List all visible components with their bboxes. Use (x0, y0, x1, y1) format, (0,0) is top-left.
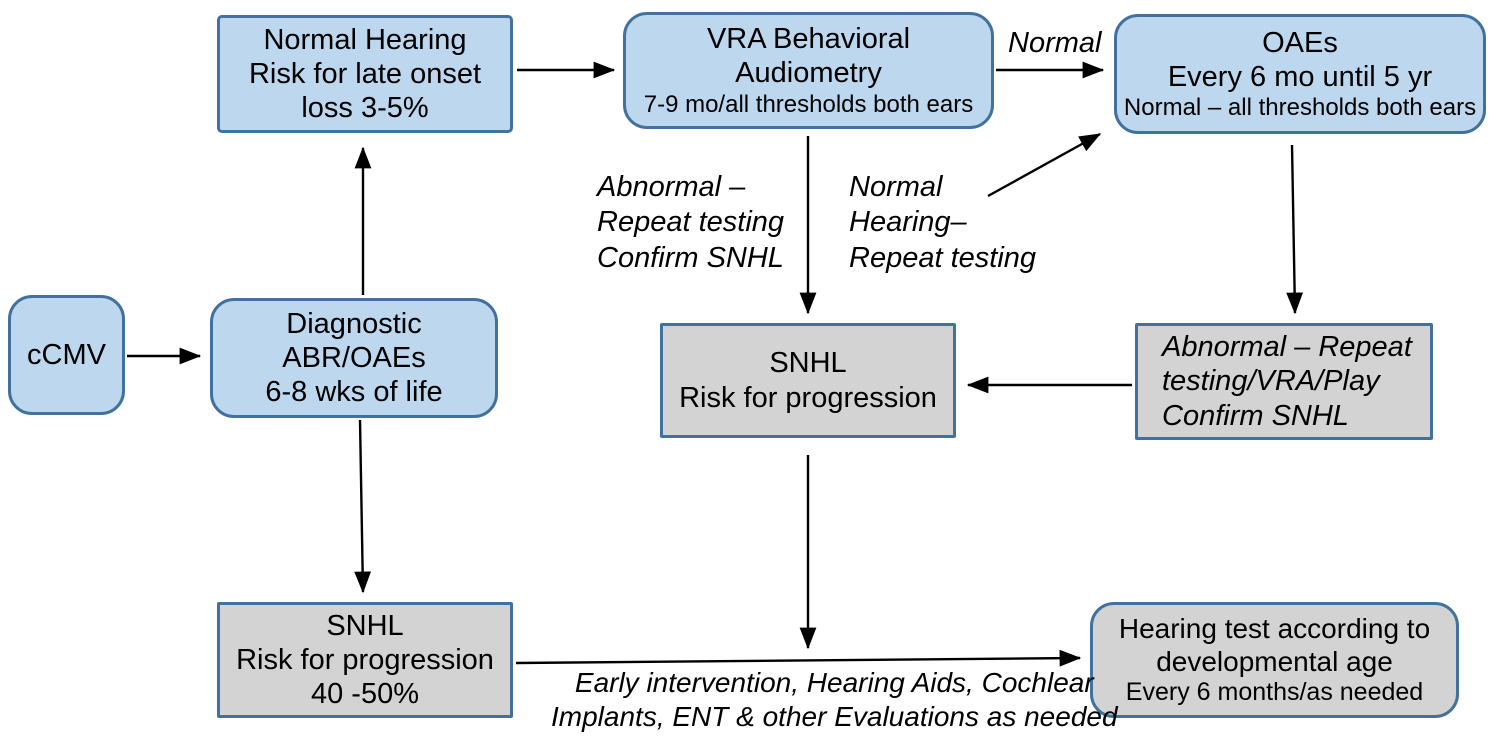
node-normal-hearing-line2: Risk for late onset (248, 57, 482, 90)
node-hearing-test-developmental-age: Hearing test according to developmental … (1090, 602, 1459, 718)
node-vra-line1: VRA Behavioral (706, 23, 911, 56)
node-diagnostic-line2: ABR/OAEs (282, 341, 426, 374)
arrow-oaes-to-abnormal (1286, 144, 1304, 315)
edge-label-abnormal-repeat-confirm: Abnormal – Repeat testing Confirm SNHL (597, 170, 784, 276)
node-snhl-mid-line2: Risk for progression (679, 381, 937, 414)
node-abnormal-line3: Confirm SNHL (1162, 399, 1349, 432)
node-oaes-line2: Every 6 mo until 5 yr (1167, 60, 1433, 93)
node-normal-hearing-line1: Normal Hearing (263, 23, 467, 56)
edge-label-early-intervention: Early intervention, Hearing Aids, Cochle… (551, 666, 1118, 734)
arrow-snhlbottom-to-hearingtest (515, 649, 1082, 667)
edge-label-normal-hearing-repeat: Normal Hearing– Repeat testing (849, 170, 1036, 276)
node-oaes-subline: Normal – all thresholds both ears (1123, 94, 1477, 122)
edge-label-early-intervention-line1: Early intervention, Hearing Aids, Cochle… (574, 667, 1094, 698)
node-hearing-test-line1: Hearing test according to (1118, 613, 1431, 645)
edge-label-abnormal-line2: Repeat testing (597, 206, 785, 239)
node-abnormal-line1: Abnormal – Repeat (1162, 331, 1412, 364)
node-hearing-test-subline: Every 6 months/as needed (1125, 678, 1424, 707)
node-diagnostic-line1: Diagnostic (286, 307, 422, 340)
edge-label-normal-repeat-line1: Normal (849, 171, 943, 203)
node-diagnostic-line3: 6-8 wks of life (265, 376, 443, 409)
node-snhl-bottom-line2: Risk for progression (236, 643, 494, 676)
node-normal-hearing-line3: loss 3-5% (301, 92, 429, 125)
node-vra-subline: 7-9 mo/all thresholds both ears (643, 90, 974, 118)
node-snhl-risk-progression: SNHL Risk for progression (660, 323, 956, 438)
node-snhl-bottom-line3: 40 -50% (310, 678, 419, 711)
node-snhl-mid-line1: SNHL (769, 347, 847, 380)
node-vra-line2: Audiometry (735, 57, 882, 90)
arrow-diagnostic-to-snhlbottom (354, 419, 372, 594)
edge-label-abnormal-line1: Abnormal – (597, 171, 746, 203)
arrow-normalrepeat-to-oaes (987, 132, 1102, 198)
node-oaes-line1: OAEs (1262, 26, 1338, 59)
edge-label-normal-repeat-line3: Repeat testing (849, 241, 1037, 274)
node-normal-hearing-risk: Normal Hearing Risk for late onset loss … (217, 15, 513, 133)
node-vra-behavioral-audiometry: VRA Behavioral Audiometry 7-9 mo/all thr… (623, 12, 994, 129)
node-hearing-test-line2: developmental age (1156, 646, 1393, 678)
node-snhl-risk-progression-40-50: SNHL Risk for progression 40 -50% (217, 602, 513, 718)
node-oaes-every-6mo: OAEs Every 6 mo until 5 yr Normal – all … (1114, 14, 1486, 134)
node-diagnostic-abr-oaes: Diagnostic ABR/OAEs 6-8 wks of life (210, 298, 498, 418)
edge-label-normal: Normal (1008, 27, 1102, 59)
node-ccmv: cCMV (8, 295, 125, 415)
edge-label-abnormal-line3: Confirm SNHL (597, 241, 784, 274)
edge-label-early-intervention-line2: Implants, ENT & other Evaluations as nee… (551, 701, 1118, 733)
node-ccmv-label: cCMV (27, 338, 106, 371)
node-abnormal-line2: testing/VRA/Play (1162, 365, 1380, 398)
node-snhl-bottom-line1: SNHL (326, 609, 404, 642)
edge-label-normal-repeat-line2: Hearing– (849, 206, 967, 239)
node-abnormal-repeat-confirm-snhl: Abnormal – Repeat testing/VRA/Play Confi… (1135, 323, 1433, 440)
